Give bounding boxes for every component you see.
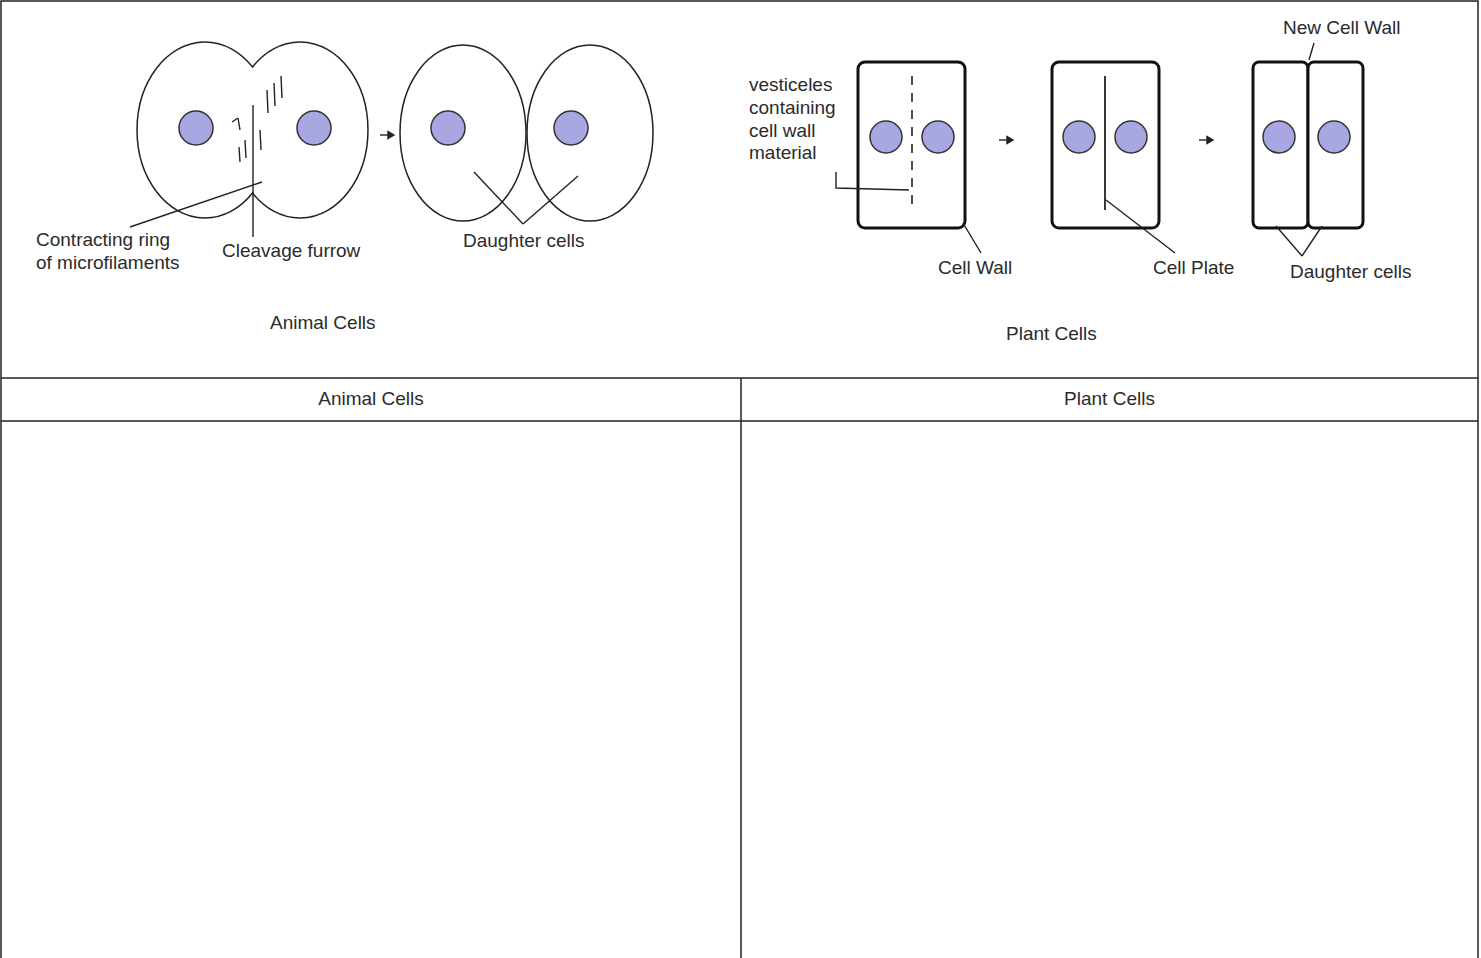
- nucleus: [554, 111, 588, 145]
- column-heading: Animal Cells: [318, 388, 424, 411]
- column-heading: Plant Cells: [1064, 388, 1155, 411]
- nucleus: [870, 121, 902, 153]
- daughter-cell: [527, 45, 653, 221]
- leader-line: [1302, 226, 1322, 256]
- nucleus: [922, 121, 954, 153]
- nucleus: [179, 111, 213, 145]
- leader-line: [963, 223, 981, 253]
- nucleus: [1063, 121, 1095, 153]
- microfilament-marks: [232, 76, 282, 162]
- part-label: Daughter cells: [463, 230, 584, 253]
- process-arrow: [1199, 137, 1213, 144]
- part-label: Cell Wall: [938, 257, 1012, 280]
- process-arrow: [380, 132, 394, 139]
- vesicle-line: [911, 76, 913, 210]
- table-rule: [1, 377, 1478, 379]
- plant-daughter-cell: [1253, 62, 1308, 228]
- figure-caption: Plant Cells: [1006, 323, 1097, 346]
- plant-cells-drawing: [836, 43, 1363, 256]
- leader-line: [474, 172, 523, 224]
- part-label: Daughter cells: [1290, 261, 1411, 284]
- leader-line: [252, 105, 253, 237]
- plant-cell: [1052, 62, 1159, 228]
- part-label: vesticeles containing cell wall material: [749, 74, 849, 165]
- plant-cell: [858, 62, 965, 228]
- leader-line: [130, 182, 262, 227]
- leader-line: [523, 176, 578, 224]
- process-arrow: [999, 137, 1013, 144]
- nucleus: [431, 111, 465, 145]
- table-rule: [1, 420, 1478, 422]
- part-label: Contracting ring of microfilaments: [36, 229, 188, 275]
- plant-daughter-cell: [1308, 62, 1363, 228]
- table-header-cell: Plant Cells: [742, 379, 1477, 420]
- leader-line: [836, 172, 909, 190]
- nucleus: [1263, 121, 1295, 153]
- table-header-cell: Animal Cells: [2, 379, 740, 420]
- leader-line: [1106, 200, 1175, 253]
- table-divider: [740, 378, 742, 958]
- nucleus: [1115, 121, 1147, 153]
- nucleus: [1318, 121, 1350, 153]
- part-label: Cell Plate: [1153, 257, 1234, 280]
- leader-line: [1276, 226, 1302, 256]
- leader-line: [1309, 43, 1314, 60]
- part-label: New Cell Wall: [1283, 17, 1401, 40]
- nucleus: [297, 111, 331, 145]
- part-label: Cleavage furrow: [222, 240, 360, 263]
- daughter-cell: [400, 45, 526, 221]
- cell-plate-line: [1104, 76, 1106, 210]
- animal-cells-drawing: [130, 42, 653, 237]
- figure-caption: Animal Cells: [270, 312, 376, 335]
